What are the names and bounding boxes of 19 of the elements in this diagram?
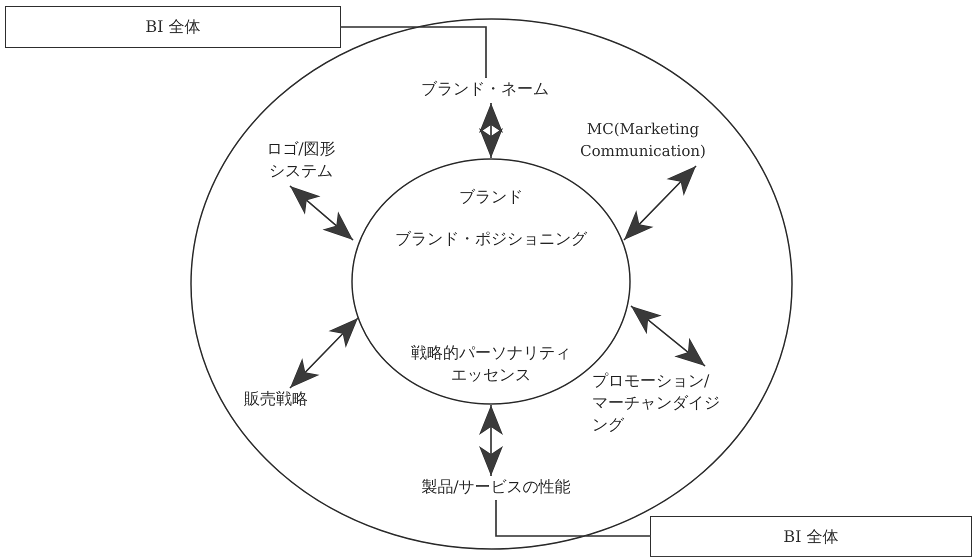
double-arrow	[289, 185, 354, 241]
node-label: MC(Marketing Communication)	[578, 118, 708, 164]
ellipse-label: ブランド	[458, 186, 524, 208]
connector-line	[341, 26, 487, 78]
ellipse-label: ブランド・ポジショニング	[394, 228, 588, 250]
double-arrow	[479, 405, 503, 476]
connector-line	[495, 500, 650, 537]
double-arrow	[630, 305, 706, 367]
label-box: BI 全体	[650, 516, 972, 557]
node-label: ロゴ/図形システム	[264, 138, 338, 184]
node-label: ブランド・ネーム	[400, 78, 570, 102]
double-arrow	[623, 165, 697, 241]
node-label: 製品/サービスの性能	[396, 476, 596, 500]
node-label: プロモーション/マーチャンダイジング	[592, 370, 722, 440]
ellipse-label: 戦略的パーソナリティエッセンス	[410, 342, 572, 386]
double-arrow	[289, 317, 359, 389]
label-box: BI 全体	[5, 6, 341, 48]
node-label: 販売戦略	[244, 388, 318, 412]
double-arrow	[479, 103, 503, 158]
